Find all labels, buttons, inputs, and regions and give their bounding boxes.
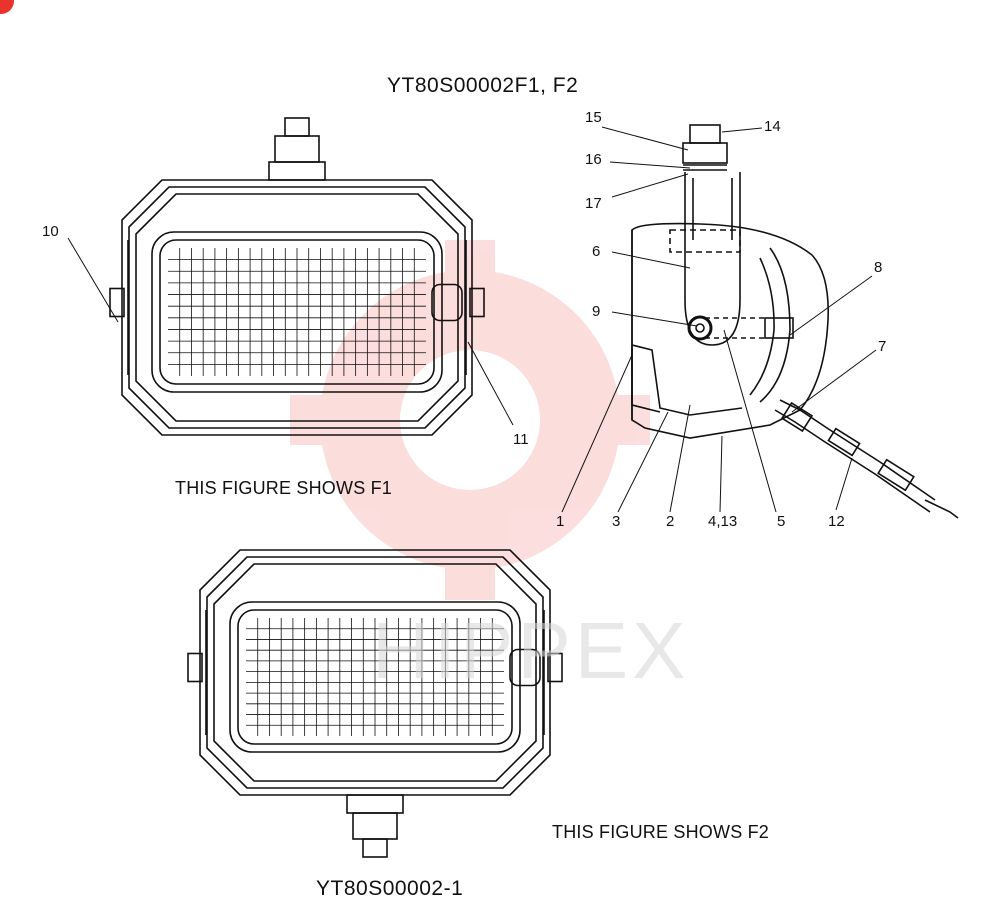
lamp-front-view-f1 (109, 117, 485, 436)
callout-11: 11 (513, 431, 529, 448)
callout-8: 8 (874, 259, 883, 276)
lamp-side-view (631, 124, 959, 519)
callout-14: 14 (764, 118, 781, 135)
callout-10: 10 (42, 223, 59, 240)
callout-5: 5 (777, 513, 786, 530)
callout-15: 15 (585, 109, 602, 126)
callout-16: 16 (585, 151, 602, 168)
callout-3: 3 (612, 513, 621, 530)
callout-17: 17 (585, 195, 602, 212)
callout-2: 2 (666, 513, 675, 530)
callout-12: 12 (828, 513, 845, 530)
callout-6: 6 (592, 243, 601, 260)
drawing-title-bottom: YT80S00002-1 (316, 877, 464, 900)
callout-7: 7 (878, 338, 887, 355)
lamp-front-view-f2 (187, 549, 563, 858)
caption-f2: THIS FIGURE SHOWS F2 (552, 822, 770, 842)
callout-4-13: 4,13 (708, 513, 738, 530)
callout-1: 1 (556, 513, 565, 530)
drawing-title-top: YT80S00002F1, F2 (387, 74, 579, 97)
caption-f1: THIS FIGURE SHOWS F1 (175, 478, 393, 498)
leader-lines (67, 126, 877, 513)
callout-9: 9 (592, 303, 601, 320)
watermark-text: HIPPEX (372, 606, 690, 695)
